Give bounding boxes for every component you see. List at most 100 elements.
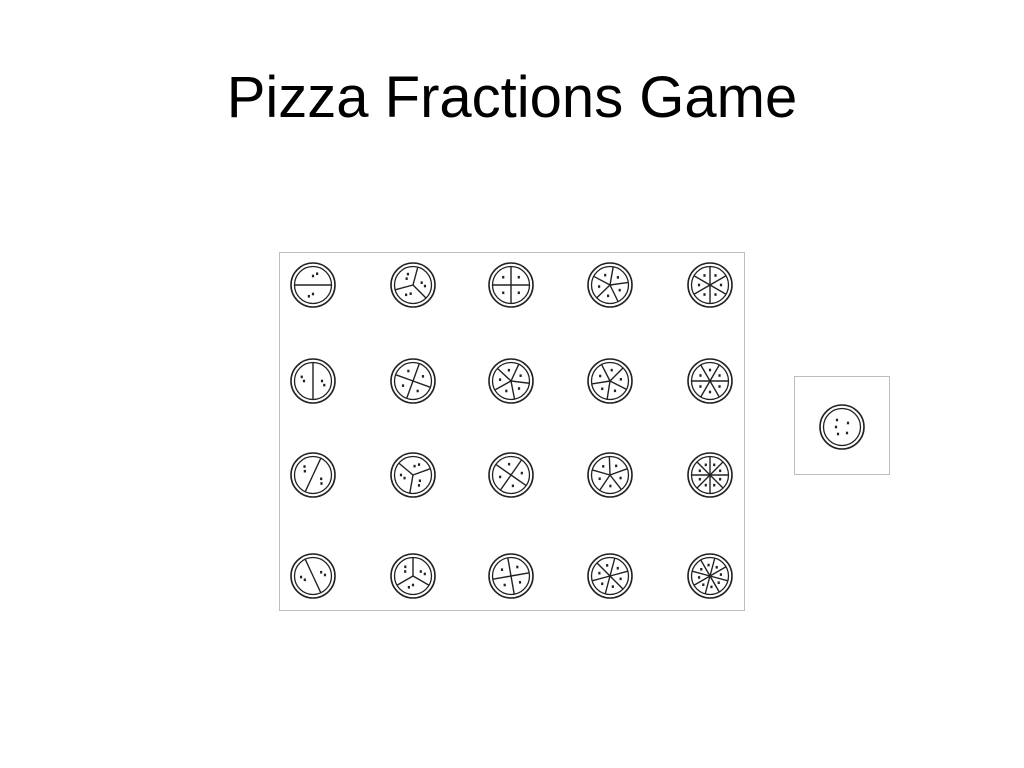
topping-dot (500, 568, 504, 571)
slice-cut (599, 474, 611, 491)
pizza-card[interactable] (685, 450, 735, 500)
slice-cut (409, 474, 414, 494)
topping-dot (320, 379, 324, 383)
pizza-card[interactable] (585, 260, 635, 310)
slice-cut (591, 575, 611, 582)
slice-cut (596, 284, 611, 299)
slice-cut (492, 575, 512, 580)
slice-cut (691, 570, 711, 577)
slice-cut (609, 575, 624, 590)
slice-cut (412, 575, 430, 586)
pizza-card[interactable] (486, 551, 536, 601)
topping-dot (616, 276, 620, 279)
pizza-card[interactable] (685, 260, 735, 310)
pizza-card[interactable] (585, 551, 635, 601)
topping-dot (601, 582, 604, 586)
pizza-icon (488, 358, 534, 404)
topping-dot (502, 275, 505, 279)
topping-dot (846, 421, 850, 425)
slice-cut (609, 570, 629, 577)
pizza-edge (393, 265, 433, 305)
topping-dot (699, 385, 702, 388)
pizza-edge (491, 455, 531, 495)
topping-dot (704, 463, 707, 467)
slice-cut (604, 575, 611, 595)
pizza-card[interactable] (288, 356, 338, 406)
pizza-card[interactable] (288, 551, 338, 601)
slice-cut (709, 474, 724, 489)
pizza-card[interactable] (288, 450, 338, 500)
topping-dot (713, 463, 716, 467)
topping-dot (517, 275, 520, 279)
pizza-card[interactable] (585, 450, 635, 500)
topping-dot (719, 477, 722, 481)
topping-dot (718, 374, 721, 377)
topping-dot (505, 389, 508, 393)
topping-dot (421, 375, 425, 378)
topping-dot (302, 379, 306, 383)
topping-dot (507, 368, 510, 372)
topping-dot (713, 483, 716, 487)
pizza-card[interactable] (388, 551, 438, 601)
topping-dot (320, 477, 323, 481)
topping-dot (703, 293, 706, 296)
pizza-card[interactable] (486, 260, 536, 310)
topping-dot (719, 283, 723, 287)
topping-dot (420, 281, 423, 284)
slice-cut (494, 380, 512, 391)
slice-cut (709, 275, 727, 286)
pizza-edge (393, 361, 433, 401)
topping-dot (619, 577, 622, 581)
topping-dot (602, 465, 605, 468)
topping-dot (404, 565, 407, 569)
topping-dot (323, 573, 327, 577)
topping-dot (511, 484, 515, 488)
pizza-icon (290, 452, 336, 498)
topping-dot (411, 583, 415, 587)
game-board (279, 252, 745, 611)
topping-dot (619, 377, 622, 381)
pizza-card[interactable] (486, 356, 536, 406)
topping-dot (407, 585, 410, 589)
topping-dot (320, 570, 323, 574)
slice-cut (609, 557, 616, 577)
topping-dot (598, 477, 601, 481)
topping-dot (507, 462, 511, 466)
slice-cut (709, 461, 724, 476)
slice-cut (696, 474, 711, 489)
pizza-edge (690, 556, 730, 596)
pizza-card[interactable] (486, 450, 536, 500)
pizza-card[interactable] (685, 356, 735, 406)
pizza-icon (587, 262, 633, 308)
pizza-card[interactable] (388, 356, 438, 406)
pizza-edge (590, 361, 630, 401)
pizza-icon (687, 262, 733, 308)
slice-cut (406, 380, 414, 399)
topping-dot (311, 274, 315, 278)
pizza-icon (390, 553, 436, 599)
pizza-card[interactable] (288, 260, 338, 310)
topping-dot (299, 575, 303, 579)
topping-dot (518, 581, 522, 584)
topping-dot (698, 469, 701, 473)
topping-dot (719, 573, 723, 576)
topping-dot (613, 389, 617, 393)
topping-dot (616, 566, 619, 570)
pizza-card[interactable] (585, 356, 635, 406)
slice-cut (510, 575, 515, 595)
slice-cut (709, 575, 720, 593)
topping-dot (710, 585, 713, 589)
topping-dot (714, 293, 717, 296)
topping-dot (423, 284, 427, 288)
topping-dot (702, 583, 705, 587)
pizza-card[interactable] (388, 260, 438, 310)
pizza-card[interactable] (388, 450, 438, 500)
draw-card[interactable] (794, 376, 890, 475)
topping-dot (413, 464, 416, 468)
topping-dot (601, 387, 604, 391)
slice-cut (609, 367, 624, 382)
topping-dot (503, 583, 506, 587)
pizza-card[interactable] (685, 551, 735, 601)
slice-cut (510, 572, 530, 577)
